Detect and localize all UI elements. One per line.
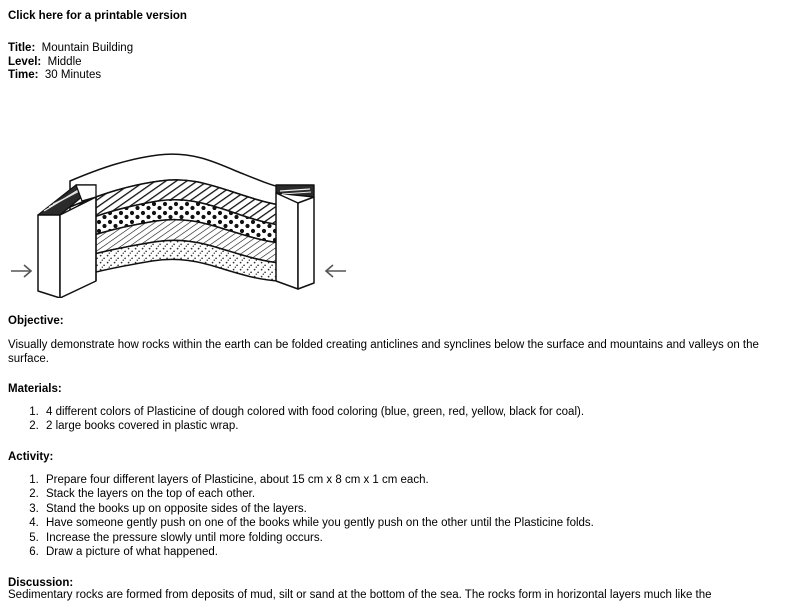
discussion-heading: Discussion:	[8, 576, 74, 589]
right-book	[275, 183, 315, 290]
meta-label-time: Time	[8, 69, 35, 81]
objective-heading: Objective:	[8, 314, 64, 327]
printable-version-link[interactable]: Click here for a printable version	[8, 10, 187, 22]
mountain-building-illustration	[8, 93, 368, 298]
activity-heading: Activity:	[8, 450, 54, 463]
meta-row-level: Level: Middle	[8, 56, 792, 70]
discussion-text: Sedimentary rocks are formed from deposi…	[8, 589, 712, 601]
objective-text: Visually demonstrate how rocks within th…	[8, 338, 759, 365]
left-compression-arrow	[11, 263, 33, 278]
list-item: Increase the pressure slowly until more …	[42, 531, 792, 546]
meta-separator-level: :	[37, 55, 42, 68]
activity-section: Activity: Prepare four different layers …	[8, 450, 792, 560]
materials-section: Materials: 4 different colors of Plastic…	[8, 382, 792, 434]
list-item: 2 large books covered in plastic wrap.	[42, 419, 792, 434]
folded-rock-layers	[69, 152, 281, 282]
list-item: Prepare four different layers of Plastic…	[42, 473, 792, 488]
meta-value-level: Middle	[47, 55, 82, 68]
meta-separator-time: :	[34, 69, 39, 81]
meta-value-title: Mountain Building	[41, 42, 134, 54]
meta-label-title: Title	[8, 42, 32, 54]
list-item: Have someone gently push on one of the b…	[42, 516, 792, 531]
list-item: Stack the layers on the top of each othe…	[42, 487, 792, 502]
lesson-meta-block: Title: Mountain Building Level: Middle T…	[8, 42, 792, 83]
meta-label-level: Level	[8, 55, 38, 68]
meta-separator-title: :	[31, 42, 36, 54]
list-item: 4 different colors of Plasticine of doug…	[42, 405, 792, 420]
meta-row-time: Time: 30 Minutes	[8, 69, 792, 83]
activity-list: Prepare four different layers of Plastic…	[8, 473, 792, 560]
meta-value-time: 30 Minutes	[44, 69, 102, 81]
right-compression-arrow	[324, 263, 346, 278]
materials-list: 4 different colors of Plasticine of doug…	[8, 405, 792, 434]
objective-section: Objective: Visually demonstrate how rock…	[8, 314, 792, 366]
materials-heading: Materials:	[8, 382, 62, 395]
meta-row-title: Title: Mountain Building	[8, 42, 792, 56]
list-item: Stand the books up on opposite sides of …	[42, 502, 792, 517]
left-book	[37, 183, 97, 298]
list-item: Draw a picture of what happened.	[42, 545, 792, 560]
discussion-section: Discussion:	[8, 576, 792, 590]
